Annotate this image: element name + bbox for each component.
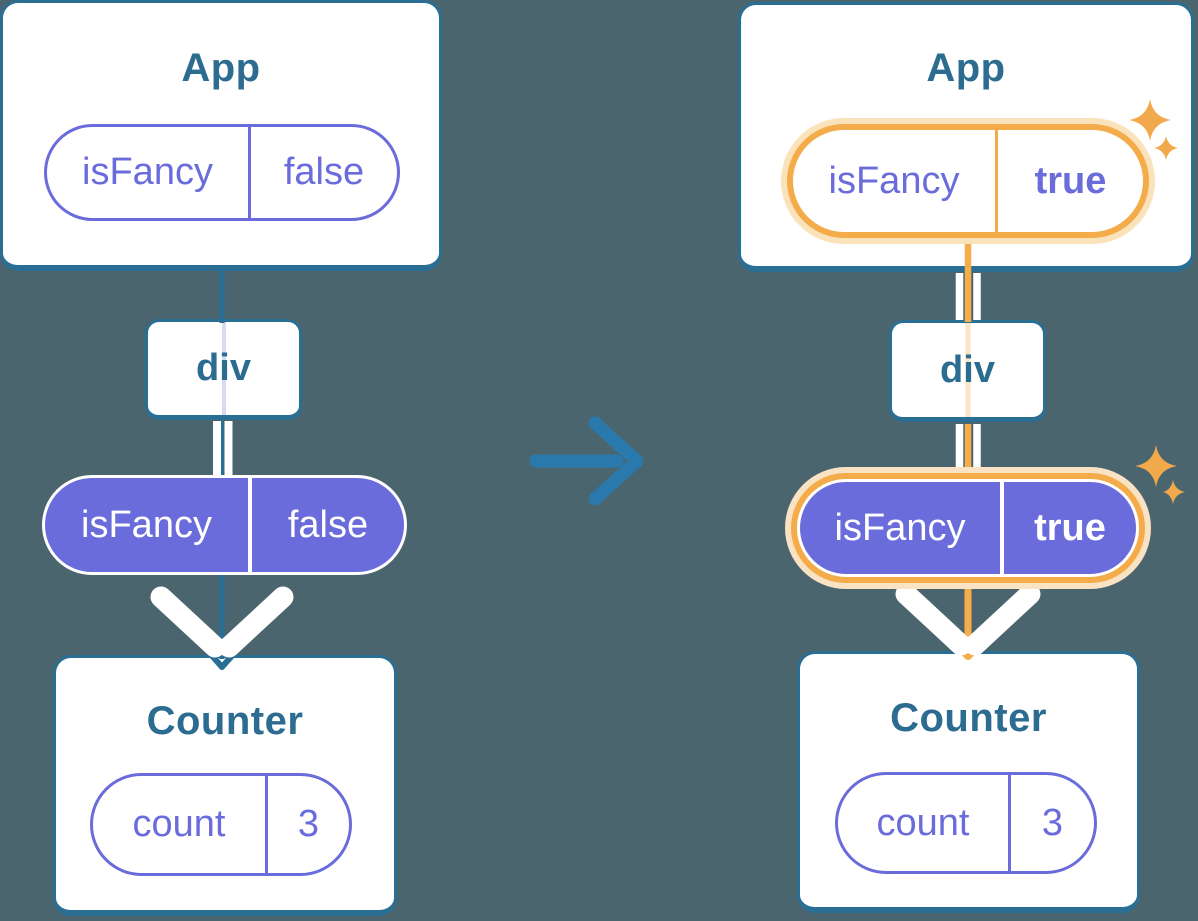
sparkle-icon [1163,480,1185,504]
count-pill-after: count 3 [835,772,1097,874]
div-card-before: div [145,319,302,420]
pill-key: isFancy [828,159,960,202]
chevron-down-icon [150,586,226,658]
pill-key: isFancy [82,151,213,193]
arrow-right-icon [529,416,644,506]
sparkle-icon [1135,445,1177,487]
state-pill-after: isFancy true [797,479,1139,577]
chevron-down-icon [964,583,1041,656]
pill-key: isFancy [81,503,212,546]
prop-pill-app-after: isFancy true [787,124,1149,238]
pill-value: 3 [297,803,320,845]
state-ghost-line-before [221,322,226,415]
pill-divider [1000,482,1004,574]
pill-divider [1008,775,1011,871]
pill-value: false [287,503,369,546]
count-pill-before: count 3 [90,773,352,876]
counter-card-title-after: Counter [890,696,1047,740]
counter-card-title-before: Counter [146,699,304,743]
pill-divider [248,127,251,218]
pill-divider [265,776,268,873]
sparkles-icon [1135,445,1185,504]
pill-value: true [1034,159,1107,202]
div-card-after: div [889,320,1046,422]
pill-divider [248,478,252,572]
chevron-down-icon [895,583,972,656]
state-ghost-line-after [965,323,970,417]
pill-divider [995,130,998,232]
pill-key: isFancy [834,506,966,549]
div-card-label-after: div [940,348,995,391]
app-card-title-before: App [181,46,261,90]
chevron-down-icon [218,586,294,658]
prop-pill-app-before: isFancy false [44,124,400,221]
div-card-label-before: div [196,347,251,389]
pill-key: count [876,801,970,844]
pill-key: count [132,803,226,845]
app-card-title-after: App [926,46,1006,90]
pill-value: true [1034,506,1106,549]
pill-value: 3 [1041,801,1064,844]
state-pill-before: isFancy false [42,475,407,575]
pill-value: false [283,151,365,193]
